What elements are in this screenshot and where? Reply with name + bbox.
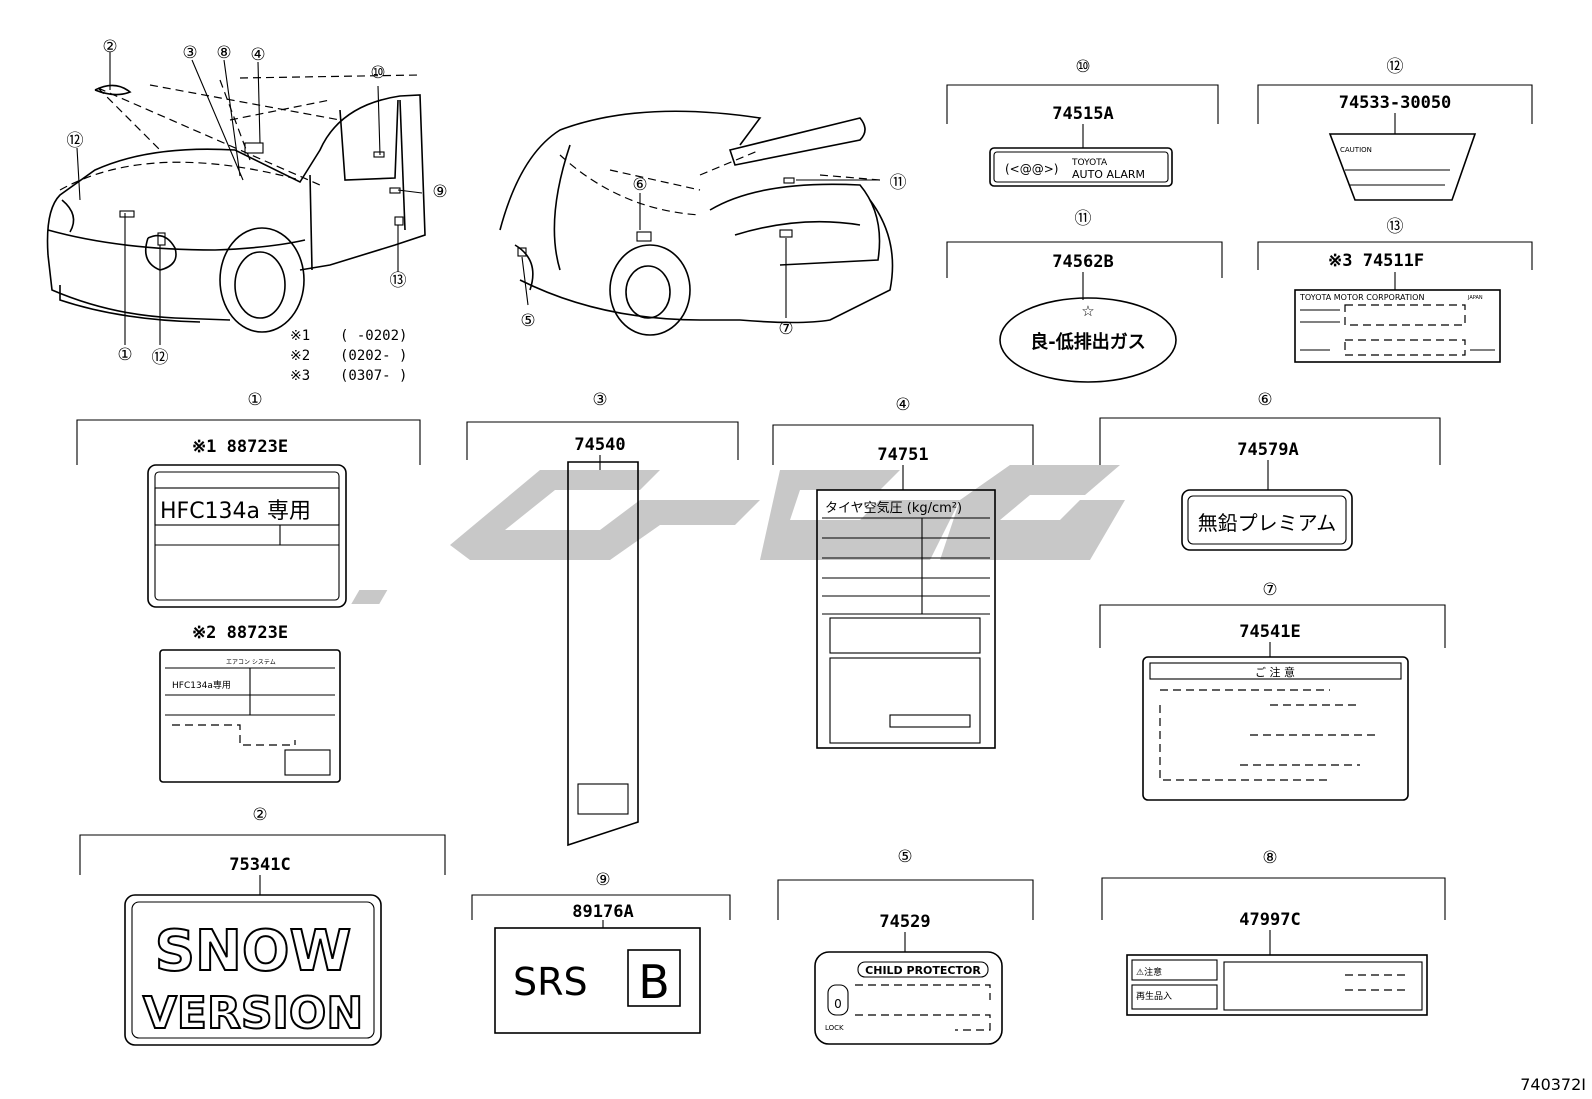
part-2-text-1: SNOW [155,919,352,984]
callout-10-front: ⑩ [370,63,385,83]
part-1b-text: HFC134a専用 [172,679,231,691]
part-9-number: 89176A [572,902,633,922]
callout-4-front: ④ [250,45,265,65]
part-1b-aircon: エアコン システム [226,659,276,666]
part-9-group: ⑨ 89176A SRS B [471,870,731,1034]
part-11-group: ⑪ 74562B ☆ 良-低排出ガス [946,209,1223,383]
car-front-illustration [46,52,426,345]
callout-12-front-b: ⑫ [152,348,169,368]
part-10-text-1: TOYOTA [1071,158,1108,168]
part-7-number: 74541E [1239,622,1300,642]
watermark-logo [351,465,1125,604]
note-3-mark: ※3 [290,368,310,384]
part-10-group: ⑩ 74515A (<@@>) TOYOTA AUTO ALARM [946,57,1219,187]
part-12-group: ⑫ 74533-30050 CAUTION [1257,57,1533,201]
part-12-callout: ⑫ [1387,57,1404,77]
part-11-callout: ⑪ [1075,209,1092,229]
part-3-group: ③ 74540 [466,390,739,847]
note-1-mark: ※1 [290,328,310,344]
part-5-number: 74529 [879,912,930,932]
part-8-rm: 再生品入 [1136,990,1172,1002]
part-1a-text: HFC134a 専用 [160,499,311,524]
part-8-callout: ⑧ [1262,848,1277,868]
figure-id: 740372I [1520,1075,1586,1094]
part-1-callout: ① [247,390,262,410]
car-rear-illustration [499,110,894,336]
note-3-range: (0307- ) [340,368,407,384]
callout-3-front: ③ [182,43,197,63]
part-4-number: 74751 [877,445,928,465]
callout-12-front-a: ⑫ [67,131,84,151]
part-13-japan: JAPAN [1467,295,1483,301]
part-10-text-2: AUTO ALARM [1072,168,1145,181]
callout-8-front: ⑧ [216,43,231,63]
part-2-text-2: VERSION [143,988,363,1039]
part-2-number: 75341C [229,855,290,875]
part-1b-number: ※2 88723E [192,623,288,643]
callout-13-front: ⑬ [390,271,407,291]
callout-2-front: ② [102,37,117,57]
part-12-number: 74533-30050 [1339,93,1452,113]
part-6-number: 74579A [1237,440,1298,460]
part-2-callout: ② [252,805,267,825]
part-7-text: ご 注 意 [1255,665,1295,679]
part-10-callout: ⑩ [1075,57,1090,77]
callout-11-rear: ⑪ [890,173,907,193]
part-13-number: ※3 74511F [1328,251,1424,271]
part-1-group: ① ※1 88723E HFC134a 専用 ※2 88723E エアコン シス… [76,390,421,783]
part-13-group: ⑬ ※3 74511F TOYOTA MOTOR CORPORATION JAP… [1257,217,1533,363]
part-13-text: TOYOTA MOTOR CORPORATION [1299,293,1424,302]
part-4-group: ④ 74751 タイヤ空気圧 (kg/cm²) [772,395,1034,749]
note-2-mark: ※2 [290,348,310,364]
part-5-callout: ⑤ [897,847,912,867]
callout-6-rear: ⑥ [632,175,647,195]
part-7-group: ⑦ 74541E ご 注 意 [1099,580,1446,801]
part-2-group: ② 75341C SNOW VERSION [79,805,446,1046]
part-5-group: ⑤ 74529 CHILD PROTECTOR 0 LOCK [777,847,1034,1045]
part-11-number: 74562B [1052,252,1113,272]
part-10-alarm-icon: (<@@>) [1005,162,1058,176]
part-7-callout: ⑦ [1262,580,1277,600]
part-5-text: CHILD PROTECTOR [865,964,981,977]
part-9-text: SRS [513,960,588,1004]
note-2-range: (0202- ) [340,348,407,364]
part-8-number: 47997C [1239,910,1300,930]
part-12-caution-text: CAUTION [1340,146,1372,154]
lock-icon: 0 [834,997,842,1011]
part-6-callout: ⑥ [1257,390,1272,410]
callout-1-front: ① [117,345,132,365]
part-3-number: 74540 [574,435,625,455]
part-6-group: ⑥ 74579A 無鉛プレミアム [1099,390,1441,551]
part-5-lock: LOCK [825,1024,844,1032]
callout-5-rear: ⑤ [520,311,535,331]
part-3-callout: ③ [592,390,607,410]
part-1a-number: ※1 88723E [192,437,288,457]
note-1-range: ( -0202) [340,328,407,344]
part-13-callout: ⑬ [1387,217,1404,237]
part-4-text: タイヤ空気圧 (kg/cm²) [825,500,962,516]
part-9-letter: B [638,955,670,1009]
part-8-group: ⑧ 47997C ⚠注意 再生品入 [1101,848,1446,1016]
part-6-text: 無鉛プレミアム [1198,511,1337,535]
applicability-notes: ※1 ( -0202) ※2 (0202- ) ※3 (0307- ) [290,328,407,384]
callout-9-front: ⑨ [432,182,447,202]
part-10-number: 74515A [1052,104,1113,124]
part-9-callout: ⑨ [595,870,610,890]
part-8-warn: ⚠注意 [1136,966,1162,978]
star-icon: ☆ [1081,302,1094,320]
callout-7-rear: ⑦ [778,319,793,339]
part-4-callout: ④ [895,395,910,415]
part-11-text: 良-低排出ガス [1030,331,1145,353]
